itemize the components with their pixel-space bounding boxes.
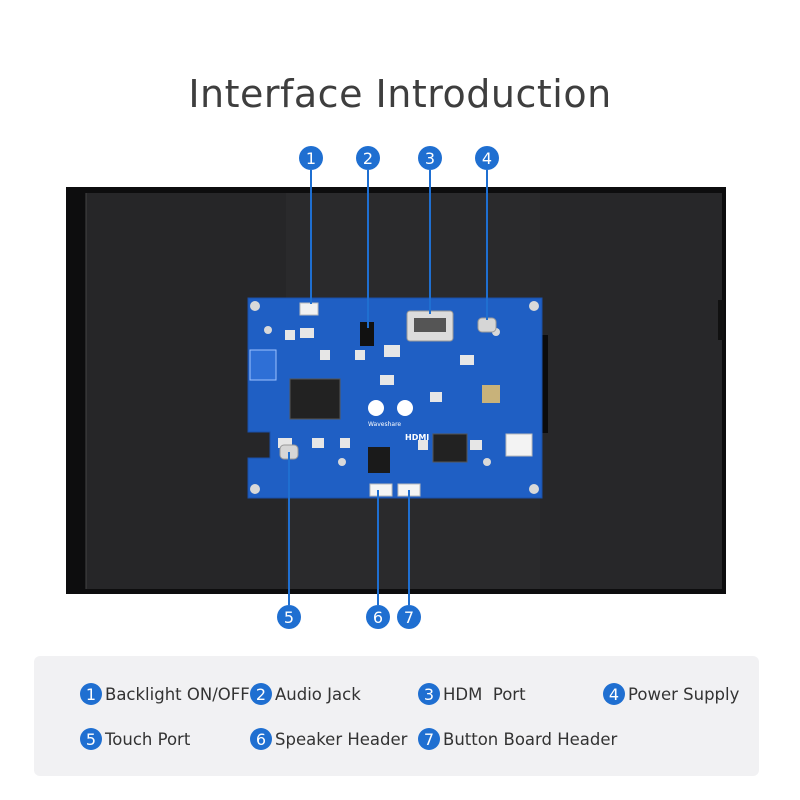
antenna-pad bbox=[249, 349, 277, 381]
legend-item-audio-jack: 2 Audio Jack bbox=[250, 683, 361, 705]
callout-badge-2: 2 bbox=[356, 146, 380, 170]
driver-board: Waveshare HDMI bbox=[247, 297, 543, 499]
svg-text:4: 4 bbox=[482, 149, 492, 168]
raspberry-mark-icon bbox=[397, 400, 413, 416]
legend-item-hdmi-port: 3 HDM Port bbox=[418, 683, 526, 705]
callout-badge-7: 7 bbox=[397, 605, 421, 629]
legend-label: Button Board Header bbox=[443, 729, 618, 749]
callout-lines bbox=[288, 170, 488, 605]
legend-badge: 7 bbox=[418, 728, 440, 750]
legend-label: Power Supply bbox=[628, 684, 740, 704]
legend-label: HDM Port bbox=[443, 684, 526, 704]
legend-item-speaker-header: 6 Speaker Header bbox=[250, 728, 407, 750]
legend-item-touch-port: 5 Touch Port bbox=[80, 728, 190, 750]
legend-item-power-supply: 4 Power Supply bbox=[603, 683, 739, 705]
legend-label: Audio Jack bbox=[275, 684, 361, 704]
legend-badge: 4 bbox=[603, 683, 625, 705]
callout-badge-6: 6 bbox=[366, 605, 390, 629]
board-logo-text: Waveshare bbox=[368, 421, 401, 428]
legend-panel: 1 Backlight ON/OFF 2 Audio Jack 3 HDM Po… bbox=[34, 656, 759, 776]
audio-jack bbox=[360, 322, 374, 346]
legend-badge: 1 bbox=[80, 683, 102, 705]
speaker-header bbox=[369, 483, 393, 497]
legend-item-backlight: 1 Backlight ON/OFF bbox=[80, 683, 250, 705]
svg-text:3: 3 bbox=[425, 149, 435, 168]
main-chip bbox=[289, 378, 341, 420]
callout-badge-3: 3 bbox=[418, 146, 442, 170]
svg-text:1: 1 bbox=[306, 149, 316, 168]
legend-label: Speaker Header bbox=[275, 729, 408, 749]
board-hdmi-text: HDMI bbox=[405, 433, 429, 442]
legend-label: Backlight ON/OFF bbox=[105, 684, 250, 704]
callout-badge-5: 5 bbox=[277, 605, 301, 629]
legend-badge: 3 bbox=[418, 683, 440, 705]
callout-badge-4: 4 bbox=[475, 146, 499, 170]
secondary-chip bbox=[432, 433, 468, 463]
mounting-holes bbox=[250, 301, 539, 494]
svg-text:2: 2 bbox=[363, 149, 373, 168]
svg-text:6: 6 bbox=[373, 608, 383, 627]
legend-item-button-board-header: 7 Button Board Header bbox=[418, 728, 617, 750]
legend-label: Touch Port bbox=[105, 729, 191, 749]
page-title: Interface Introduction bbox=[188, 72, 612, 116]
legend-badge: 6 bbox=[250, 728, 272, 750]
power-port bbox=[477, 317, 497, 333]
logo-mark-icon bbox=[368, 400, 384, 416]
callout-badge-1: 1 bbox=[299, 146, 323, 170]
amp-chip bbox=[368, 447, 390, 473]
backlight-switch bbox=[299, 302, 319, 316]
legend-badge: 5 bbox=[80, 728, 102, 750]
svg-text:7: 7 bbox=[404, 608, 414, 627]
legend-badge: 2 bbox=[250, 683, 272, 705]
svg-text:5: 5 bbox=[284, 608, 294, 627]
